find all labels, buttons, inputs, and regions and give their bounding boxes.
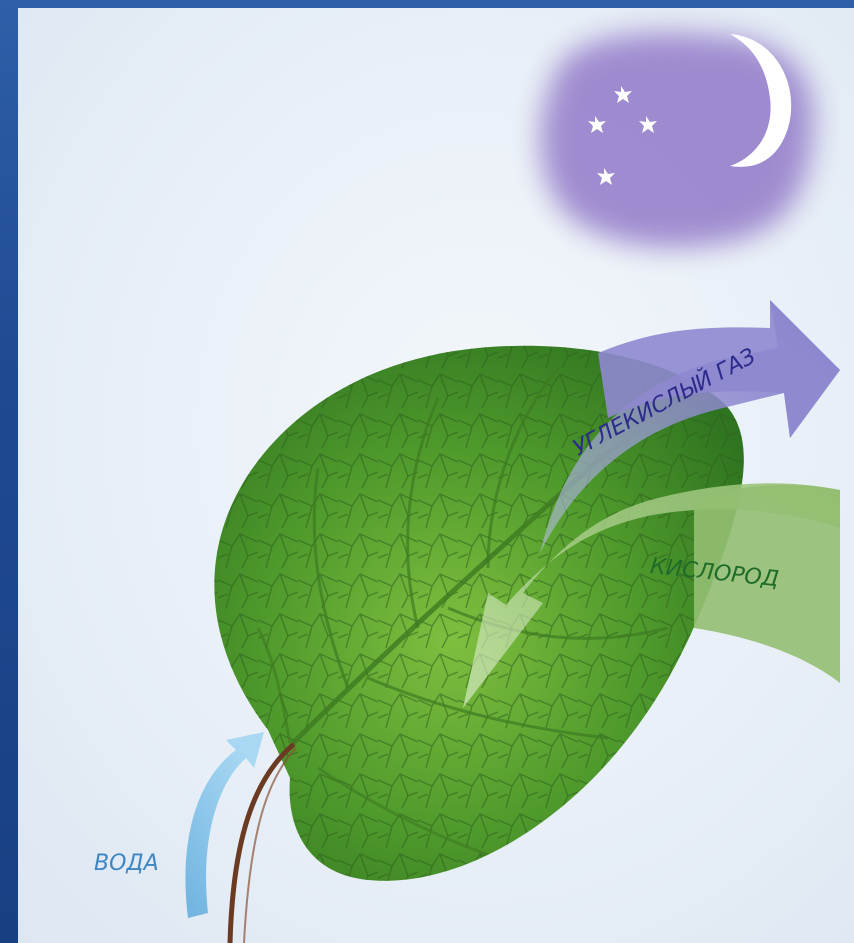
night-sky-cloud <box>541 33 814 248</box>
diagram-frame: КИСЛОРОД УГЛЕКИСЛЫЙ ГАЗ ВОДА <box>18 8 854 943</box>
leaf-stem <box>230 744 294 943</box>
leaf-image <box>168 328 788 943</box>
water-arrow: ВОДА <box>94 732 264 918</box>
water-label: ВОДА <box>94 851 159 876</box>
photosynthesis-night-diagram: КИСЛОРОД УГЛЕКИСЛЫЙ ГАЗ ВОДА <box>18 8 854 943</box>
